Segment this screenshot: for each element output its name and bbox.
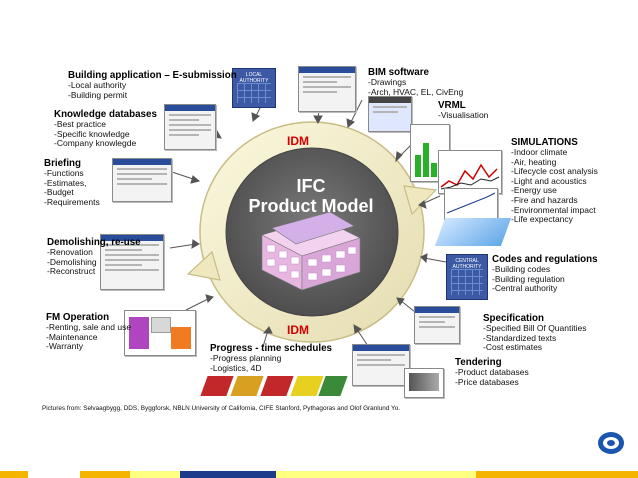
central-authority-caption: CENTRAL AUTHORITY (452, 258, 482, 270)
label-item: -Energy use (511, 185, 557, 196)
label-title: Specification (483, 313, 544, 324)
label-item: -Air, heating (511, 156, 557, 167)
idm-label-top: IDM (287, 134, 309, 148)
fm-operation-thumbnail (124, 310, 196, 356)
ifc-title-line1: IFC (296, 176, 326, 196)
label-item: -Functions (44, 168, 84, 178)
label-knowledge-databases: Knowledge databases -Best practice -Spec… (54, 109, 157, 149)
local-authority-caption: LOCAL AUTHORITY (239, 72, 269, 84)
cycle-arrow-left (186, 250, 221, 281)
label-title: Progress - time schedules (210, 343, 332, 354)
label-item: -Logistics, 4D (210, 362, 262, 373)
vrml-thumbnail (368, 96, 412, 132)
label-item: -Product databases (455, 367, 529, 377)
label-item: -Demolishing (47, 256, 97, 267)
label-title: Briefing (44, 158, 82, 169)
label-tendering: Tendering -Product databases -Price data… (455, 357, 529, 387)
label-demolishing: Demolishing, re-use -Renovation -Demolis… (47, 237, 141, 277)
footer-segment (180, 471, 276, 478)
simulations-line-thumbnail (444, 188, 498, 220)
footer-color-bar (0, 471, 638, 478)
label-item: -Best practice (54, 119, 106, 129)
ifc-title: IFC Product Model (226, 176, 396, 216)
footer-segment (476, 471, 638, 478)
label-item: -Arch, HVAC, EL, CivEng (368, 86, 464, 97)
label-item: -Renting, sale and use (46, 322, 132, 332)
simulations-3d-thumbnail (434, 218, 512, 246)
idm-label-bottom: IDM (287, 323, 309, 337)
label-fm-operation: FM Operation -Renting, sale and use -Mai… (46, 312, 131, 352)
label-item: -Local authority (68, 80, 127, 90)
label-item: -Warranty (46, 341, 83, 352)
label-building-application: Building application – E-submission -Loc… (68, 70, 237, 100)
label-item: -Fire and hazards (511, 194, 578, 205)
label-item: -Specific knowledge (54, 128, 130, 139)
label-title: Building application – E-submission (68, 70, 237, 81)
image-credits: Pictures from: Selvaagbygg, DDS, Byggfor… (42, 405, 401, 412)
label-title: SIMULATIONS (511, 137, 578, 148)
footer-segment (80, 471, 130, 478)
label-item: -Drawings (368, 77, 407, 87)
label-item: -Life expectancy (511, 214, 573, 225)
ifc-title-line2: Product Model (248, 196, 374, 216)
briefing-thumbnail (112, 158, 172, 202)
label-simulations: SIMULATIONS -Indoor climate -Air, heatin… (511, 137, 598, 225)
label-codes-regulations: Codes and regulations -Building codes -B… (492, 254, 598, 294)
building-model (261, 211, 361, 291)
label-item: -Company knowlegde (54, 138, 137, 149)
label-briefing: Briefing -Functions -Estimates, -Budget … (44, 158, 100, 207)
local-authority-thumbnail: LOCAL AUTHORITY (232, 68, 276, 108)
label-item: -Standardized texts (483, 332, 557, 343)
label-title: Knowledge databases (54, 109, 157, 120)
label-progress: Progress - time schedules -Progress plan… (210, 343, 332, 373)
label-item: -Specified Bill Of Quantities (483, 323, 587, 333)
label-item: -Progress planning (210, 353, 282, 363)
label-title: Tendering (455, 357, 502, 368)
simulations-graph-thumbnail (438, 150, 502, 194)
label-item: -Environmental impact (511, 204, 596, 215)
label-item: -Indoor climate (511, 147, 568, 157)
tendering-thumbnail-2 (404, 368, 444, 398)
label-specification: Specification -Specified Bill Of Quantit… (483, 313, 586, 353)
label-title: FM Operation (46, 312, 110, 323)
tendering-thumbnail-1 (352, 344, 410, 386)
label-item: -Budget (44, 187, 74, 198)
demolishing-thumbnail (100, 234, 164, 290)
bim-software-thumbnail (298, 66, 356, 112)
central-authority-thumbnail: CENTRAL AUTHORITY (446, 254, 488, 300)
label-item: -Lifecycle cost analysis (511, 166, 598, 177)
footer-segment (130, 471, 180, 478)
label-item: -Building regulation (492, 273, 565, 284)
label-bim-software: BIM software -Drawings -Arch, HVAC, EL, … (368, 67, 463, 97)
label-title: Demolishing, re-use (47, 237, 141, 248)
label-vrml: VRML -Visualisation (438, 100, 488, 121)
label-item: -Renovation (47, 247, 93, 257)
footer-segment (0, 471, 28, 478)
label-title: Codes and regulations (492, 254, 598, 265)
label-item: -Price databases (455, 376, 519, 387)
label-item: -Reconstruct (47, 266, 96, 277)
footer-segment (28, 471, 80, 478)
footer-segment (276, 471, 476, 478)
progress-4d-thumbnails (200, 376, 348, 398)
label-title: VRML (438, 100, 466, 111)
label-item: -Building permit (68, 89, 128, 100)
label-item: -Visualisation (438, 110, 489, 120)
label-item: -Estimates, (44, 177, 87, 188)
label-item: -Requirements (44, 196, 100, 207)
knowledge-db-thumbnail (164, 104, 216, 150)
company-logo (598, 432, 624, 454)
label-item: -Light and acoustics (511, 175, 587, 186)
label-title: BIM software (368, 67, 429, 78)
label-item: -Central authority (492, 283, 558, 294)
label-item: -Maintenance (46, 331, 98, 342)
label-item: -Building codes (492, 264, 551, 274)
specification-thumbnail (414, 306, 460, 344)
label-item: -Cost estimates (483, 342, 543, 353)
